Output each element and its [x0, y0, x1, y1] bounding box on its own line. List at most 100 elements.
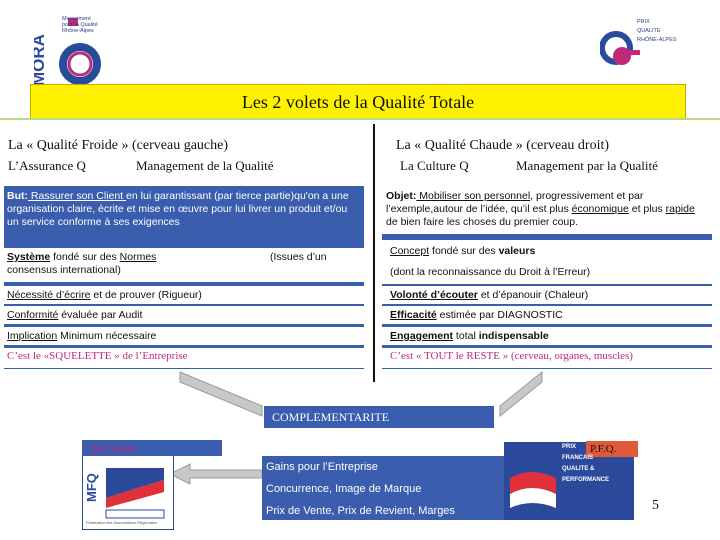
conformite-label: Conformité — [7, 309, 59, 321]
gains-box — [262, 456, 526, 520]
page-title: Les 2 volets de la Qualité Totale — [241, 91, 475, 112]
engagement-bold: indispensable — [478, 330, 549, 342]
right-objet-band — [382, 186, 712, 234]
right-concept-band — [382, 240, 712, 284]
objet-text-2: et plus — [628, 203, 666, 215]
squelette-text: C’est le «SQUELETTE » de l’Entreprise — [7, 350, 188, 362]
arrow-down-left-icon — [168, 463, 263, 485]
right-row-engagement — [382, 327, 712, 345]
right-row-volonte — [382, 286, 712, 304]
concept-valeurs: valeurs — [498, 245, 536, 257]
right-sub-management: Management par la Qualité — [516, 158, 658, 173]
mora-logo-text: Mouvement pour la Qualité Rhône-Alpes — [62, 16, 98, 34]
pfq-line-3: QUALITE & — [562, 466, 595, 472]
pfq-logo-text: PRIX FRANCAIS QUALITE & PERFORMANCE — [562, 442, 609, 486]
gains-prix: Prix de Vente, Prix de Revient, Marges — [266, 505, 455, 517]
pfq-line-1: PRIX — [562, 444, 577, 450]
necessite-label: Nécessité d’écrire — [7, 289, 91, 301]
prix-qualite-logo-icon — [599, 31, 640, 65]
left-implication-line: Implication Minimum nécessaire — [7, 330, 156, 343]
iso-label-bar — [82, 440, 222, 456]
prix-line-2: QUALITE — [637, 28, 661, 34]
arrow-right-icon — [499, 370, 543, 418]
left-heading: La « Qualité Froide » (cerveau gauche) — [8, 138, 229, 153]
right-concept-line: Concept fondé sur des valeurs — [390, 245, 535, 258]
left-row-necessite — [4, 286, 364, 304]
left-but-block: But: Rassurer son Client en lui garantis… — [7, 190, 359, 229]
pfq-line-4: PERFORMANCE — [562, 477, 610, 483]
engagement-text: total — [453, 330, 479, 342]
conformite-text: évaluée par Audit — [58, 309, 143, 321]
volonte-text: et d’épanouir (Chaleur) — [477, 289, 589, 301]
systeme-issues: (Issues d’un — [270, 251, 327, 263]
concept-label: Concept — [390, 245, 430, 257]
prix-qualite-logo — [599, 16, 684, 76]
left-systeme-band — [4, 248, 364, 282]
reconnaissance-text: (dont la reconnaissance du Droit à l’Err… — [390, 266, 591, 278]
left-row-implication — [4, 327, 364, 345]
mfq-vertical-text: MFQ — [84, 473, 99, 502]
pfq-label: P.F.Q. — [590, 443, 617, 455]
mora-vertical-text: MORA — [34, 34, 48, 86]
objet-text-3: de bien faire les choses du premier coup… — [386, 216, 579, 228]
left-row-conformite — [4, 306, 364, 324]
efficacite-text: estimée par DIAGNOSTIC — [436, 309, 563, 321]
column-divider — [373, 124, 375, 382]
right-row-tout — [382, 348, 712, 368]
systeme-normes: Normes — [119, 251, 157, 263]
gains-concurrence: Concurrence, Image de Marque — [266, 483, 422, 495]
but-label: But: — [7, 190, 28, 202]
title-bar: Les 2 volets de la Qualité Totale — [30, 84, 686, 120]
left-necessite-line: Nécessité d’écrire et de prouver (Rigueu… — [7, 289, 202, 302]
pfq-flag-icon — [510, 472, 556, 508]
objet-label: Objet: — [386, 190, 417, 202]
mora-logo: MORA — [29, 14, 134, 88]
right-sub-culture: La Culture Q — [400, 158, 469, 173]
complementarite-box — [264, 406, 494, 428]
but-underlined: Rassurer son Client — [28, 190, 127, 202]
page-number: 5 — [652, 498, 659, 513]
header-divider — [0, 118, 720, 120]
right-heading: La « Qualité Chaude » (cerveau droit) — [396, 138, 610, 153]
right-engagement-line: Engagement total indispensable — [390, 330, 549, 343]
complementarite-label: COMPLEMENTARITE — [272, 410, 390, 424]
prix-line-1: PRIX — [637, 19, 650, 25]
tout-le-reste-text: C’est « TOUT le RESTE » (cerveau, organe… — [390, 350, 633, 362]
prix-qualite-logo-text: PRIX QUALITE RHÔNE-ALPES — [637, 18, 676, 45]
engagement-label: Engagement — [390, 330, 454, 342]
mora-line-1: Mouvement — [62, 16, 91, 22]
left-row-squelette — [4, 348, 364, 368]
right-efficacite-line: Efficacité estimée par DIAGNOSTIC — [390, 309, 563, 322]
mora-line-3: Rhône-Alpes — [62, 28, 94, 34]
implication-label: Implication — [7, 330, 58, 342]
systeme-label: Système — [7, 251, 51, 263]
left-conformite-line: Conformité évaluée par Audit — [7, 309, 142, 322]
right-volonte-line: Volonté d’écouter et d’épanouir (Chaleur… — [390, 289, 588, 302]
mfq-logo-icon: MFQ — [84, 468, 165, 519]
prix-line-3: RHÔNE-ALPES — [637, 37, 677, 43]
objet-economique: économique — [571, 203, 629, 215]
objet-text-1: , progressivement et par l’exemple,autou… — [386, 190, 644, 215]
implication-text: Minimum nécessaire — [57, 330, 157, 342]
systeme-mid: fondé sur des — [50, 251, 120, 263]
concept-text: fondé sur des — [429, 245, 499, 257]
mfq-subtitle: Fédération des Associations Régionales — [86, 520, 158, 525]
pfq-label-bar — [586, 441, 638, 457]
objet-rapide: rapide — [665, 203, 695, 215]
left-sub-management: Management de la Qualité — [136, 158, 274, 173]
mora-logo-icon: MORA — [29, 14, 101, 88]
right-row-efficacite — [382, 306, 712, 324]
right-objet-block: Objet: Mobiliser son personnel, progress… — [386, 190, 708, 229]
efficacite-label: Efficacité — [390, 309, 437, 321]
iso-label: ISO 9001 — [90, 442, 137, 456]
arrow-left-icon — [179, 371, 263, 417]
objet-underlined: Mobiliser son personnel — [416, 190, 531, 202]
systeme-consensus: consensus international) — [7, 264, 121, 276]
mora-line-2: pour la Qualité — [62, 22, 98, 28]
gains-title: Gains pour l’Entreprise — [266, 461, 378, 473]
pfq-line-2: FRANCAIS — [562, 455, 593, 461]
volonte-label: Volonté d’écouter — [390, 289, 478, 301]
but-text: en lui garantissant (par tierce partie)q… — [7, 190, 349, 228]
necessite-text: et de prouver (Rigueur) — [90, 289, 202, 301]
left-sub-assurance: L’Assurance Q — [8, 158, 86, 173]
